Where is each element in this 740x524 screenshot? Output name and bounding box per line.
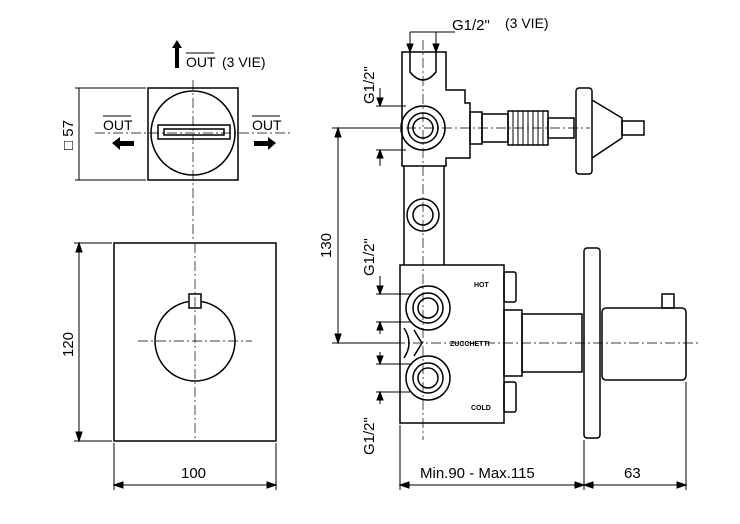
square-dimension <box>75 87 146 181</box>
spacing-dimension <box>332 126 400 345</box>
spacing-dim-label: 130 <box>318 233 335 258</box>
cold-port-mid <box>412 362 444 394</box>
cold-label: COLD <box>471 405 491 412</box>
hot-port-outer <box>405 285 451 331</box>
brand-label: ZUCCHETTI <box>450 341 490 348</box>
thread-upper-label: G1/2" <box>361 66 378 104</box>
diverter-handle-cone <box>591 99 623 159</box>
side-centerlines <box>370 40 700 440</box>
diverter-handle-lever <box>621 120 645 136</box>
out-top-note: (3 VIE) <box>222 54 266 70</box>
diverter-rosette-plate <box>575 87 593 175</box>
diverter-handle-bar <box>163 128 225 136</box>
top-thread-leader <box>406 31 455 54</box>
arrow-up-icon <box>172 40 182 68</box>
depth-range-label: Min.90 - Max.115 <box>420 465 535 482</box>
arrow-left-icon <box>112 137 134 150</box>
thermostat-handle-indicator <box>661 293 675 309</box>
connecting-pipe <box>403 166 445 265</box>
hot-port-inner <box>417 297 439 319</box>
depth-dimensions <box>398 382 688 490</box>
width-dimension <box>112 443 278 490</box>
hot-port-mid <box>412 292 444 324</box>
diverter-handle-slot <box>157 124 231 140</box>
thread-lower-label: G1/2" <box>361 417 378 455</box>
height-dimension <box>74 241 112 443</box>
thread-leaders <box>376 88 410 404</box>
square-dim-label: □ 57 <box>60 120 77 150</box>
width-dim-label: 100 <box>181 465 206 482</box>
thermostat-centerlines <box>138 243 252 441</box>
hot-label: HOT <box>474 282 490 289</box>
thermostat-handle <box>601 307 687 381</box>
arrow-right-icon <box>254 137 276 150</box>
top-thread-label: G1/2" <box>452 17 490 34</box>
cold-port-inner <box>417 367 439 389</box>
out-left-label: OUT <box>103 117 133 133</box>
diverter-centerlines <box>95 80 290 240</box>
thread-mid-label: G1/2" <box>361 238 378 276</box>
cold-port-outer <box>405 355 451 401</box>
hot-inlet-plug <box>503 271 517 303</box>
top-thread-note: (3 VIE) <box>505 15 549 31</box>
height-dim-label: 120 <box>60 332 77 357</box>
depth-dim-label: 63 <box>624 465 641 482</box>
diverter-housing <box>401 51 471 167</box>
cold-inlet-plug <box>503 381 517 413</box>
out-top-label: OUT <box>186 54 216 70</box>
out-right-label: OUT <box>252 117 282 133</box>
